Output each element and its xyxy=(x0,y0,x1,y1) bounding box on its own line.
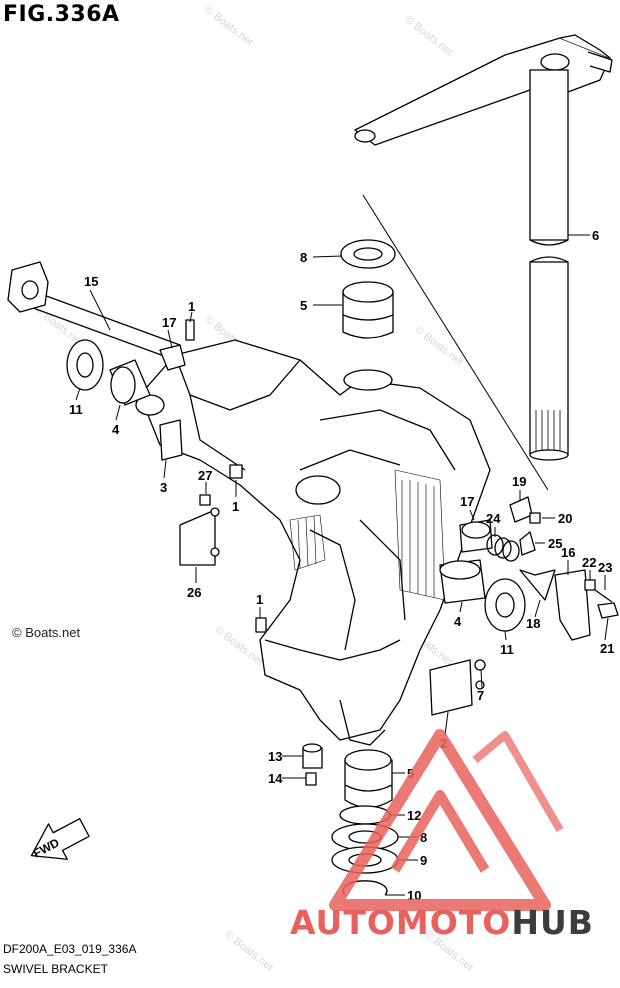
automotohub-logo-mark xyxy=(329,729,564,911)
callout-label: 4 xyxy=(454,614,462,629)
automotohub-logo-text: AUTOMOTOHUB xyxy=(290,903,594,942)
nut-21 xyxy=(597,602,619,619)
lever-18 xyxy=(519,569,556,601)
bolt-27 xyxy=(199,494,211,506)
boats-net-watermark: © Boats.net xyxy=(12,625,81,640)
callout-label: 8 xyxy=(300,250,307,265)
bolt-top xyxy=(185,319,195,341)
callout-label: 17 xyxy=(460,494,474,509)
spring xyxy=(486,534,520,562)
clip-25 xyxy=(519,531,536,556)
screw-14 xyxy=(305,772,317,786)
logo-text-part2: HUB xyxy=(511,903,594,942)
callout-label: 14 xyxy=(268,771,283,786)
logo-text-part1: AUTOMOTO xyxy=(290,903,512,942)
tilt-tube xyxy=(24,289,181,361)
fwd-arrow xyxy=(30,818,90,860)
bracket-tab-left xyxy=(159,419,183,461)
callout-label: 25 xyxy=(548,536,562,551)
callout-label: 6 xyxy=(592,228,599,243)
callout-label: 19 xyxy=(512,474,526,489)
figure-caption: SWIVEL BRACKET xyxy=(3,962,108,976)
bracket-2 xyxy=(429,659,473,716)
callout-label: 1 xyxy=(188,299,195,314)
callout-label: 27 xyxy=(198,468,212,483)
callout-label: 8 xyxy=(420,830,427,845)
steering-shaft xyxy=(529,69,569,241)
callout-label: 9 xyxy=(420,853,427,868)
callout-label: 4 xyxy=(112,422,120,437)
callout-label: 15 xyxy=(84,274,98,289)
callout-label: 26 xyxy=(187,585,201,600)
callout-label: 22 xyxy=(582,555,596,570)
lever-19 xyxy=(509,496,533,523)
bolt-20 xyxy=(529,512,541,524)
callout-label: 18 xyxy=(526,616,540,631)
callout-label: 11 xyxy=(69,402,83,417)
lock-plate xyxy=(554,569,591,641)
bolt-lower xyxy=(255,617,267,633)
callout-label: 3 xyxy=(160,480,167,495)
steering-arm xyxy=(354,37,611,146)
bolt-mid xyxy=(229,464,243,479)
figure-title: FIG.336A xyxy=(3,2,120,27)
callout-label: 12 xyxy=(407,808,421,823)
callout-label: 5 xyxy=(300,298,307,313)
callout-label: 23 xyxy=(598,560,612,575)
callout-label: 1 xyxy=(232,499,239,514)
bushing-upper xyxy=(342,291,394,339)
callout-label: 16 xyxy=(561,545,575,560)
bushing-small-left xyxy=(159,344,186,371)
figure-code: DF200A_E03_019_336A xyxy=(3,942,137,956)
callout-label: 1 xyxy=(256,592,263,607)
ground-wire xyxy=(179,509,216,566)
pin-23 xyxy=(594,589,613,603)
washer-22 xyxy=(584,579,596,591)
callout-label: 11 xyxy=(500,642,514,657)
callout-label: 24 xyxy=(486,511,501,526)
callout-label: 13 xyxy=(268,749,282,764)
callout-label: 20 xyxy=(558,511,572,526)
callout-label: 21 xyxy=(600,641,614,656)
callout-label: 7 xyxy=(477,688,484,703)
callout-label: 17 xyxy=(162,315,176,330)
